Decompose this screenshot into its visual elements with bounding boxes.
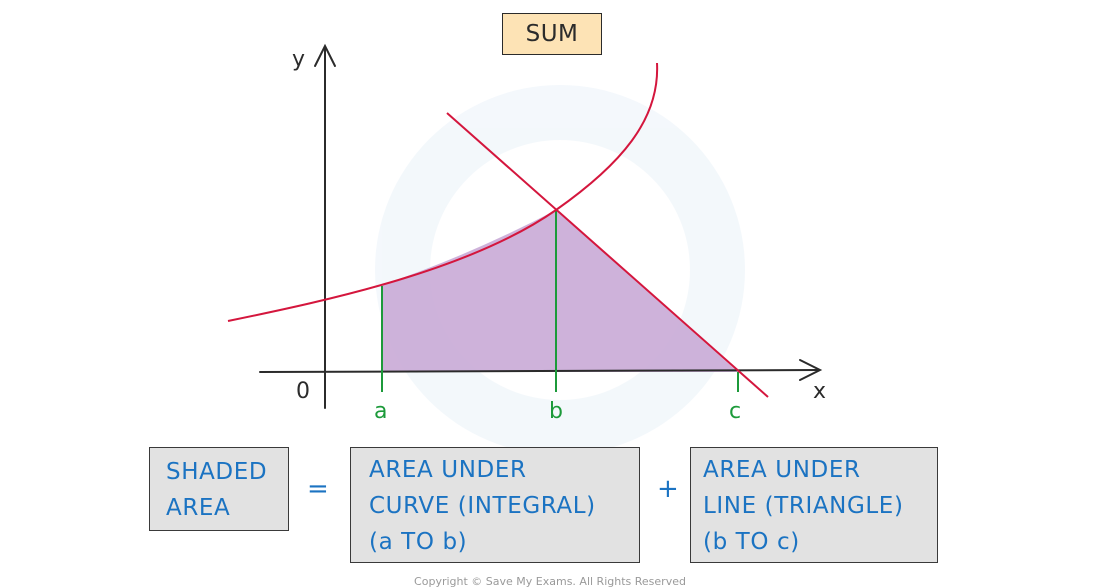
- point-c-label: c: [729, 399, 741, 424]
- straight-line: [446, 112, 769, 398]
- y-axis: [314, 43, 336, 409]
- exponential-curve: [227, 62, 659, 322]
- point-b-label: b: [549, 399, 563, 424]
- copyright-notice: Copyright © Save My Exams. All Rights Re…: [414, 575, 686, 588]
- title-box: SUM: [502, 13, 602, 55]
- y-axis-label: y: [292, 47, 305, 72]
- shaded-area-box: SHADED AREA: [149, 447, 289, 531]
- area-under-line-box: AREA UNDER LINE (TRIANGLE) (b TO c): [690, 447, 938, 563]
- equals-sign: =: [307, 474, 329, 504]
- origin-label: 0: [296, 379, 310, 404]
- x-axis-label: x: [813, 379, 826, 404]
- plus-sign: +: [657, 474, 679, 504]
- shaded-region: [382, 210, 738, 372]
- point-a-label: a: [374, 399, 387, 424]
- area-under-curve-box: AREA UNDER CURVE (INTEGRAL) (a TO b): [350, 447, 640, 563]
- x-axis: [259, 359, 823, 381]
